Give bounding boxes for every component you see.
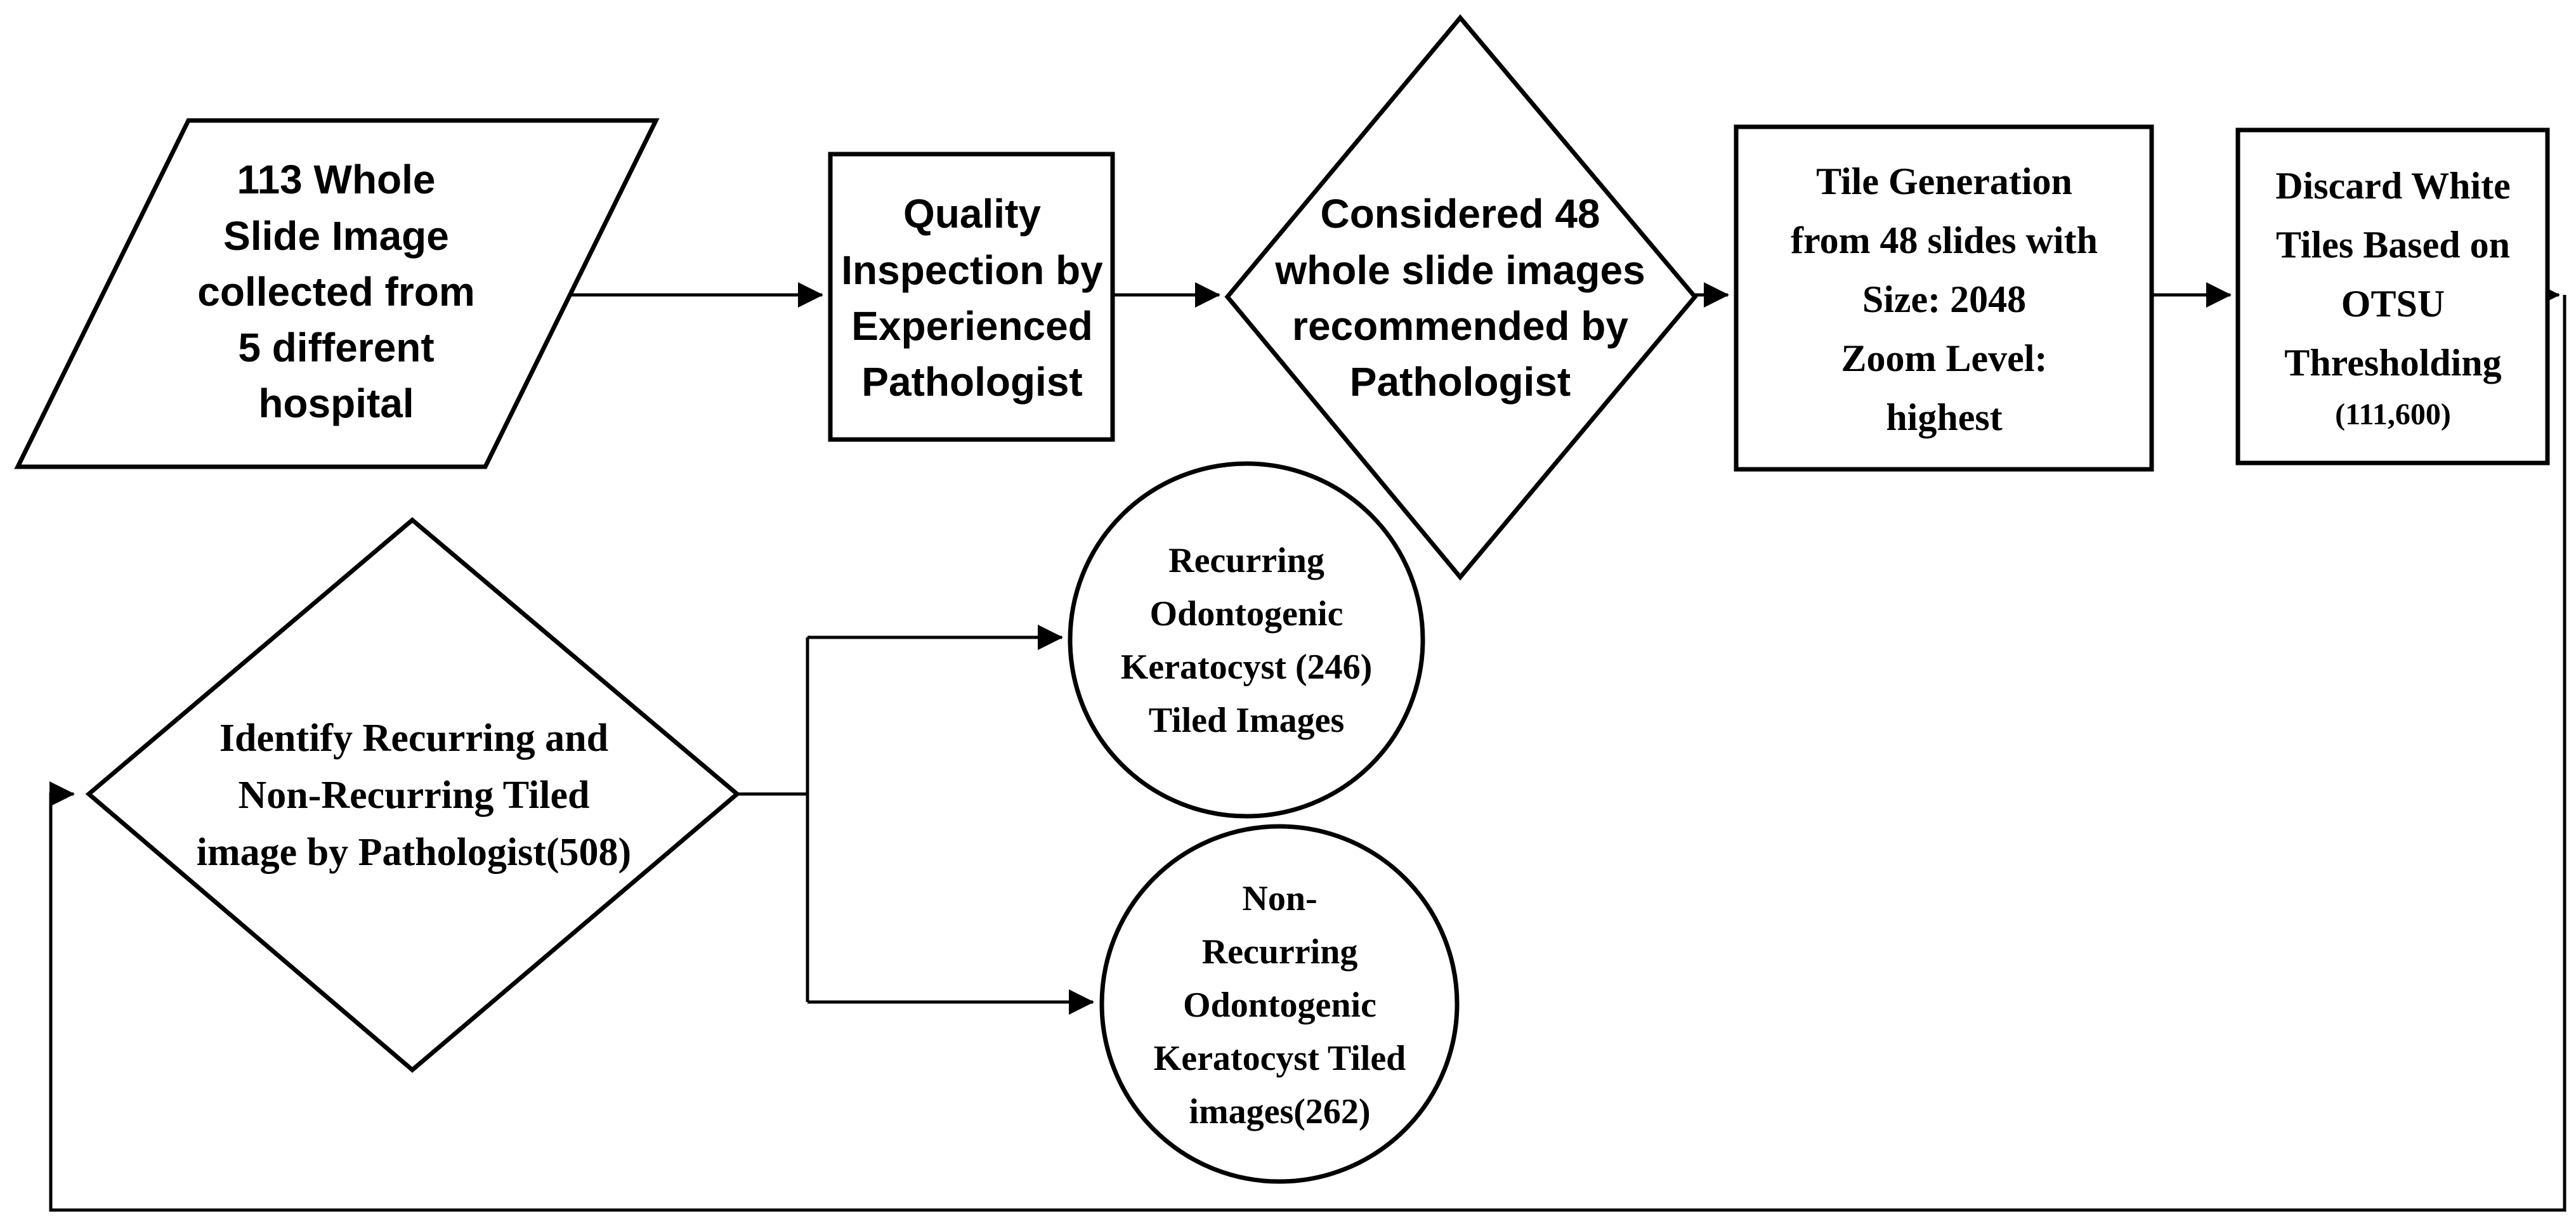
- diamond-considered-slides: [1224, 14, 1698, 581]
- parallelogram-collection: [14, 118, 660, 469]
- circle-recurring: [1068, 461, 1425, 819]
- diamond-identify-recurring: [85, 517, 741, 1073]
- circle-non-recurring: [1099, 824, 1460, 1184]
- connector-feedback-loop: [49, 295, 2566, 1212]
- rect-tile-generation: [1734, 124, 2154, 472]
- rect-quality-inspection: [828, 152, 1115, 442]
- rect-discard-white-tiles: [2235, 127, 2550, 466]
